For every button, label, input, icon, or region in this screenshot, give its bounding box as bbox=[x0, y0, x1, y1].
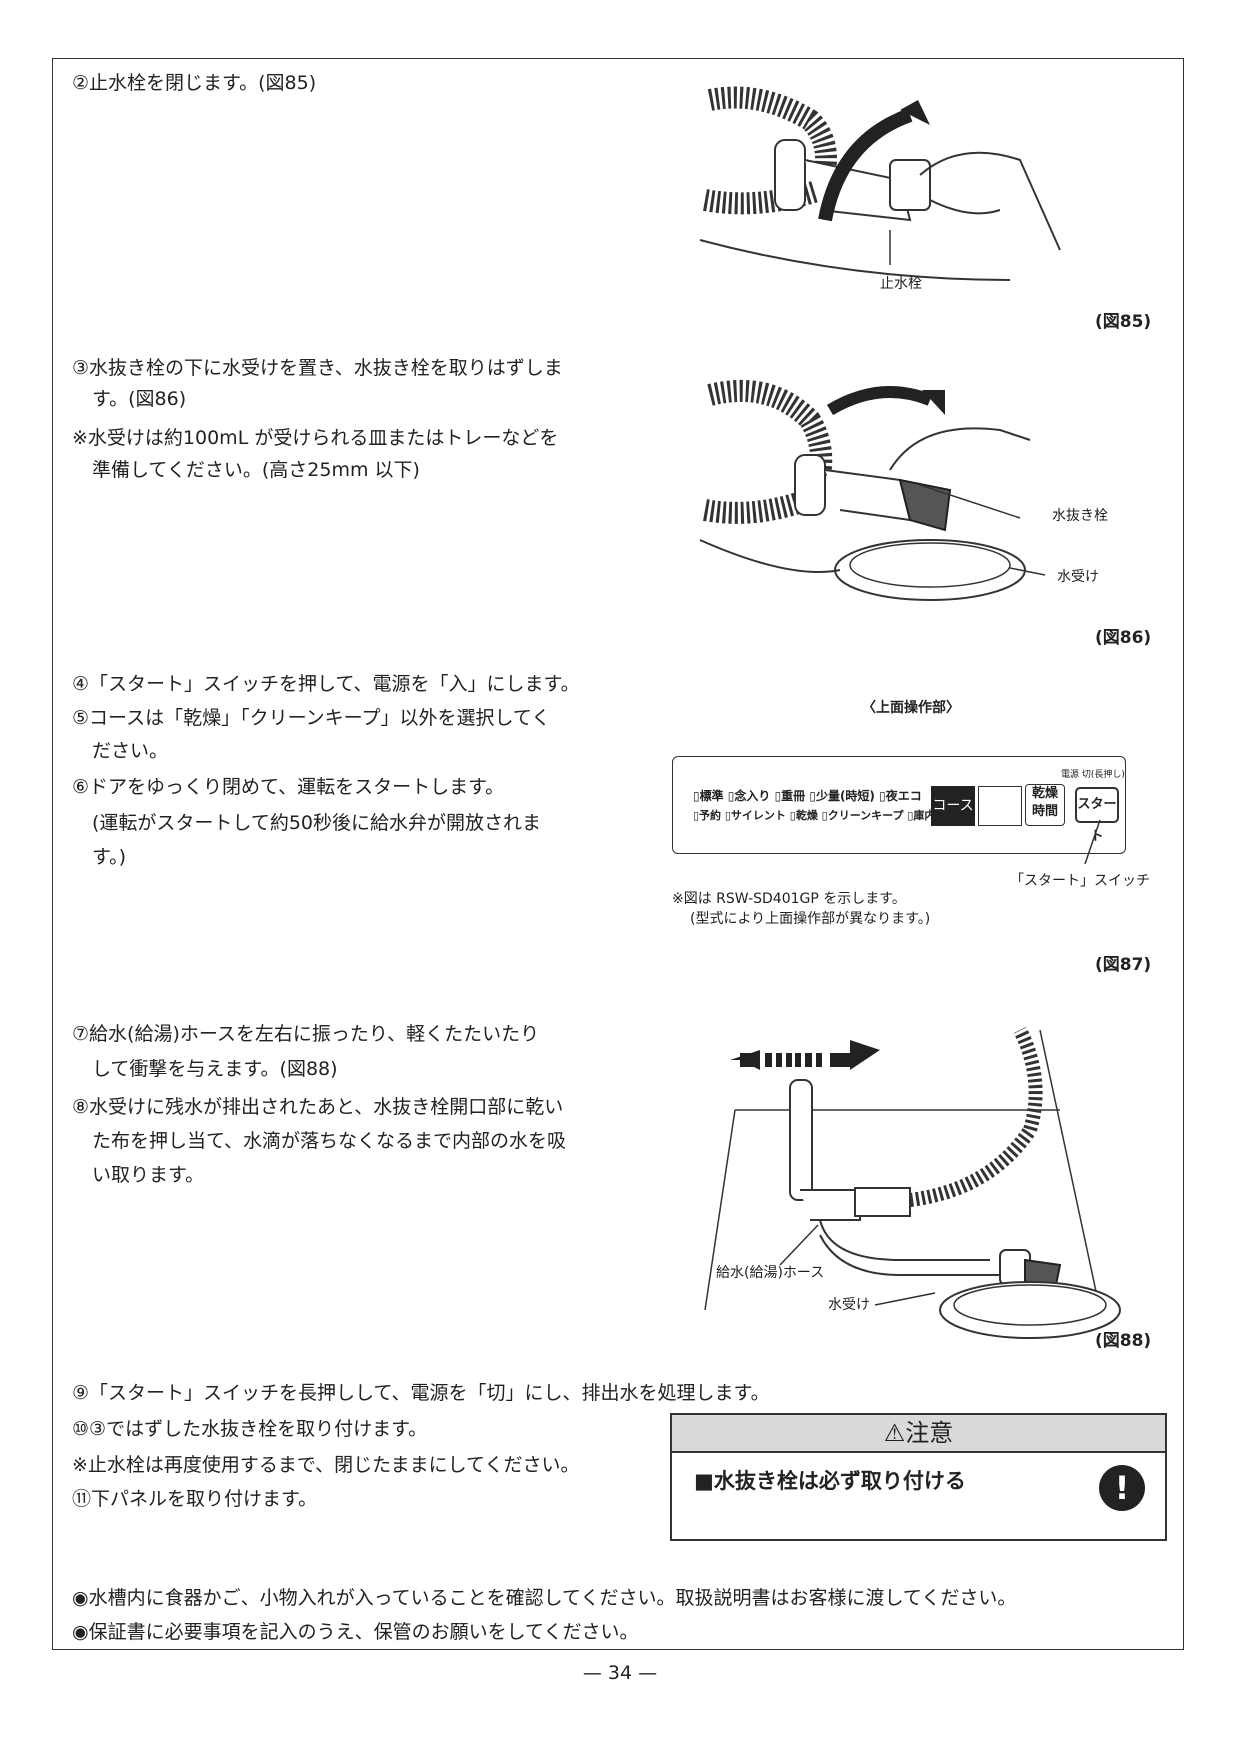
figure-85-caption: (図85) bbox=[1095, 312, 1152, 332]
step-3-line2: す。(図86) bbox=[92, 388, 187, 410]
note-3-line1: ※水受けは約100mL が受けられる皿またはトレーなどを bbox=[72, 427, 559, 449]
power-label: 電源 切(長押し) bbox=[1061, 770, 1125, 780]
step-6-line1: ⑥ドアをゆっくり閉めて、運転をスタートします。 bbox=[72, 776, 505, 798]
model-note-line2: (型式により上面操作部が異なります。) bbox=[690, 911, 931, 927]
step-10: ⑩③ではずした水抜き栓を取り付けます。 bbox=[72, 1418, 428, 1440]
panel-title: 〈上面操作部〉 bbox=[862, 700, 960, 716]
label-drain-plug: 水抜き栓 bbox=[1052, 508, 1108, 524]
step-8-line2: た布を押し当て、水滴が落ちなくなるまで内部の水を吸 bbox=[92, 1130, 567, 1152]
step-5-line2: ださい。 bbox=[92, 740, 169, 762]
figure-86-caption: (図86) bbox=[1095, 628, 1152, 648]
figure-88-illustration bbox=[704, 1026, 1121, 1339]
label-water-tray-88: 水受け bbox=[828, 1297, 870, 1313]
step-7-line1: ⑦給水(給湯)ホースを左右に振ったり、軽くたたいたり bbox=[72, 1023, 540, 1045]
note-10: ※止水栓は再度使用するまで、閉じたままにしてください。 bbox=[72, 1454, 580, 1476]
figure-86-illustration bbox=[699, 379, 1046, 601]
label-hose: 給水(給湯)ホース bbox=[716, 1265, 825, 1281]
label-water-tray: 水受け bbox=[1057, 569, 1099, 585]
caution-box: ⚠注意 ■水抜き栓は必ず取り付ける ! bbox=[670, 1413, 1167, 1541]
step-5-line1: ⑤コースは「乾燥」「クリーンキープ」以外を選択してく bbox=[72, 707, 551, 729]
figure-85-illustration bbox=[699, 86, 1061, 281]
note-3-line2: 準備してください。(高さ25mm 以下) bbox=[92, 459, 420, 481]
footer-note-2: ◉保証書に必要事項を記入のうえ、保管のお願いをしてください。 bbox=[72, 1621, 639, 1643]
caution-text: ■水抜き栓は必ず取り付ける bbox=[694, 1469, 966, 1493]
panel-row2: ▯予約 ▯サイレント ▯乾燥 ▯クリーンキープ ▯庫内洗浄 bbox=[693, 809, 958, 822]
label-stop-valve: 止水栓 bbox=[880, 276, 922, 292]
panel-row1: ▯標準 ▯念入り ▯重冊 ▯少量(時短) ▯夜エコ bbox=[693, 789, 922, 803]
figure-87-caption: (図87) bbox=[1095, 955, 1152, 975]
step-3-line1: ③水抜き栓の下に水受けを置き、水抜き栓を取りはずしま bbox=[72, 357, 563, 379]
start-switch-leader bbox=[1084, 819, 1101, 865]
step-7-line2: して衝撃を与えます。(図88) bbox=[92, 1058, 338, 1080]
page-number: — 34 — bbox=[582, 1662, 658, 1684]
dry-time-label-b: 時間 bbox=[1031, 804, 1058, 819]
control-panel: ▯標準 ▯念入り ▯重冊 ▯少量(時短) ▯夜エコ ▯予約 ▯サイレント ▯乾燥… bbox=[672, 756, 1126, 854]
label-start-switch: 「スタート」スイッチ bbox=[1010, 873, 1150, 889]
dry-time-label-a: 乾燥 bbox=[1031, 786, 1058, 801]
display-window bbox=[978, 786, 1022, 826]
step-11: ⑪下パネルを取り付けます。 bbox=[72, 1488, 318, 1510]
step-4: ④「スタート」スイッチを押して、電源を「入」にします。 bbox=[72, 673, 580, 695]
dry-time-button[interactable]: 乾燥 時間 bbox=[1025, 784, 1065, 826]
step-9: ⑨「スタート」スイッチを長押しして、電源を「切」にし、排出水を処理します。 bbox=[72, 1382, 770, 1404]
step-8-line1: ⑧水受けに残水が排出されたあと、水抜き栓開口部に乾い bbox=[72, 1096, 564, 1118]
model-note-line1: ※図は RSW-SD401GP を示します。 bbox=[672, 891, 906, 907]
footer-note-1: ◉水槽内に食器かご、小物入れが入っていることを確認してください。取扱説明書はお客… bbox=[72, 1587, 1017, 1609]
page-frame bbox=[52, 58, 1184, 1650]
course-button[interactable]: コース bbox=[931, 786, 975, 826]
step-8-line3: い取ります。 bbox=[92, 1164, 205, 1186]
caution-title: ⚠注意 bbox=[672, 1415, 1165, 1453]
figure-88-caption: (図88) bbox=[1095, 1331, 1152, 1351]
step-6-line2: (運転がスタートして約50秒後に給水弁が開放されま bbox=[92, 812, 542, 834]
step-2: ②止水栓を閉じます。(図85) bbox=[72, 72, 317, 94]
step-6-line3: す。) bbox=[92, 846, 127, 868]
exclamation-icon: ! bbox=[1099, 1465, 1145, 1511]
